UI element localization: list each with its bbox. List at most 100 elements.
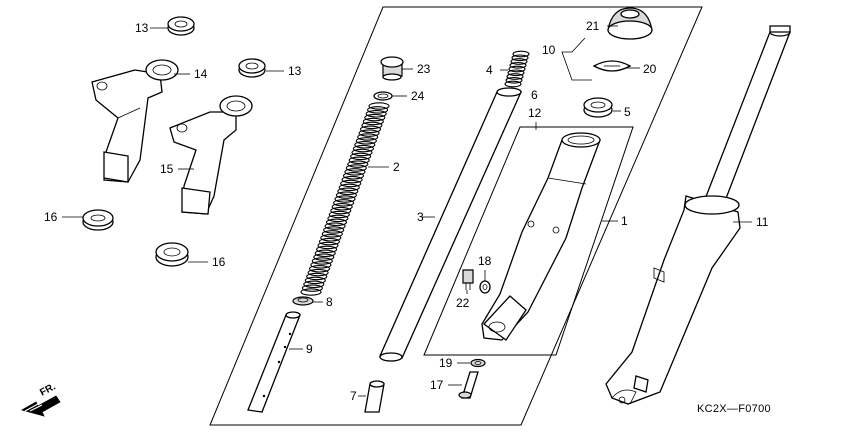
- spring-coil: [311, 257, 333, 265]
- spring-coil: [510, 58, 528, 65]
- callout-17: 17: [430, 378, 444, 392]
- spring-coil: [340, 179, 362, 188]
- bolt-22: [462, 269, 474, 290]
- callout-11: 11: [756, 215, 769, 229]
- diagram-reference-code: KC2X—F0700: [697, 403, 771, 415]
- spring-coil: [365, 110, 387, 118]
- spring-coil: [333, 199, 355, 207]
- piston-ring-8: [292, 296, 314, 306]
- spring-coil: [321, 230, 343, 238]
- callout-15: 15: [160, 162, 174, 176]
- washer-19: [470, 358, 486, 368]
- spring-coil: [367, 106, 389, 114]
- front-direction-label: FR.: [38, 381, 58, 398]
- spring-coil: [307, 268, 329, 277]
- callout-5: 5: [624, 105, 631, 119]
- washer-18: [479, 280, 491, 294]
- callout-9: 9: [306, 342, 313, 356]
- spring-coil: [361, 121, 383, 130]
- oil-seal-13-top: [167, 16, 195, 36]
- oil-seal-5: [583, 97, 613, 118]
- spring-coil: [313, 253, 335, 261]
- dust-seal-16-lower: [155, 242, 189, 267]
- callout-12: 12: [528, 106, 542, 120]
- spring-coil: [331, 203, 353, 211]
- spring-coil: [504, 80, 522, 88]
- clip-20: [592, 60, 632, 72]
- spring-coil: [335, 191, 357, 199]
- spring-coil: [300, 288, 322, 296]
- callout-14: 14: [194, 67, 208, 81]
- spring-coil: [354, 141, 376, 149]
- spring-coil: [348, 156, 370, 165]
- fork-bracket-15: [169, 95, 253, 215]
- spring-coil: [334, 195, 356, 203]
- spring-coil: [509, 61, 527, 69]
- callout-2: 2: [393, 160, 400, 174]
- spring-coil: [316, 245, 338, 254]
- fork-spring-2: [300, 102, 390, 296]
- callout-21: 21: [586, 19, 600, 33]
- spring-coil: [359, 125, 382, 134]
- socket-bolt-17: [458, 371, 479, 399]
- spring-coil: [314, 249, 336, 258]
- spring-coil: [337, 187, 359, 196]
- spring-coil: [323, 226, 345, 234]
- spring-coil: [345, 164, 367, 172]
- spring-coil: [355, 137, 377, 145]
- spring-coil: [308, 265, 331, 273]
- callout-3: 3: [417, 210, 424, 224]
- spring-coil: [303, 280, 325, 289]
- front-direction-arrow-icon: [20, 395, 61, 417]
- spring-coil: [301, 284, 323, 292]
- spring-coil: [304, 276, 326, 285]
- assembly-frame: [209, 6, 703, 426]
- spring-coil: [351, 148, 373, 157]
- spring-coil: [330, 206, 352, 215]
- callout-22: 22: [456, 296, 470, 310]
- fork-piston-9: [247, 311, 301, 413]
- fork-bracket-14: [91, 59, 179, 183]
- dust-seal-16-left: [82, 209, 114, 231]
- spring-coil: [362, 117, 384, 126]
- spring-coil: [310, 261, 332, 269]
- callout-4: 4: [486, 63, 493, 77]
- spring-coil: [338, 183, 360, 192]
- spring-coil: [358, 129, 380, 137]
- spring-coil: [341, 175, 363, 184]
- oil-lock-piece-7: [364, 380, 385, 413]
- spring-coil: [328, 210, 350, 219]
- spring-coil: [508, 65, 526, 73]
- spring-coil: [350, 152, 372, 161]
- spring-coil: [357, 133, 379, 141]
- spring-coil: [324, 222, 346, 230]
- spring-coil: [318, 237, 340, 246]
- callout-1: 1: [621, 214, 628, 228]
- spring-coil: [511, 54, 529, 62]
- outer-tube-group-frame: [423, 126, 634, 356]
- callout-8: 8: [326, 295, 333, 309]
- callout-20: 20: [643, 62, 657, 76]
- spring-coil: [320, 234, 342, 242]
- fork-assembly-11: [605, 25, 791, 405]
- oil-seal-13-right: [238, 58, 266, 78]
- spring-coil: [347, 160, 369, 168]
- callout-7: 7: [350, 389, 357, 403]
- callout-23: 23: [417, 62, 431, 76]
- callout-24: 24: [411, 89, 425, 103]
- callout-6: 6: [531, 88, 538, 102]
- fork-pipe-3: [379, 87, 523, 362]
- spring-coil: [507, 69, 525, 77]
- spring-coil: [364, 113, 386, 122]
- callout-13-right: 13: [288, 64, 302, 78]
- bottom-case-1: [481, 132, 601, 341]
- spring-coil: [327, 214, 349, 223]
- spring-coil: [368, 102, 390, 110]
- spring-coil: [317, 241, 339, 250]
- callout-16-lower: 16: [212, 255, 226, 269]
- callout-18: 18: [478, 254, 492, 268]
- spring-coil: [342, 172, 365, 180]
- callout-10: 10: [542, 43, 556, 57]
- rebound-spring-4: [504, 50, 530, 88]
